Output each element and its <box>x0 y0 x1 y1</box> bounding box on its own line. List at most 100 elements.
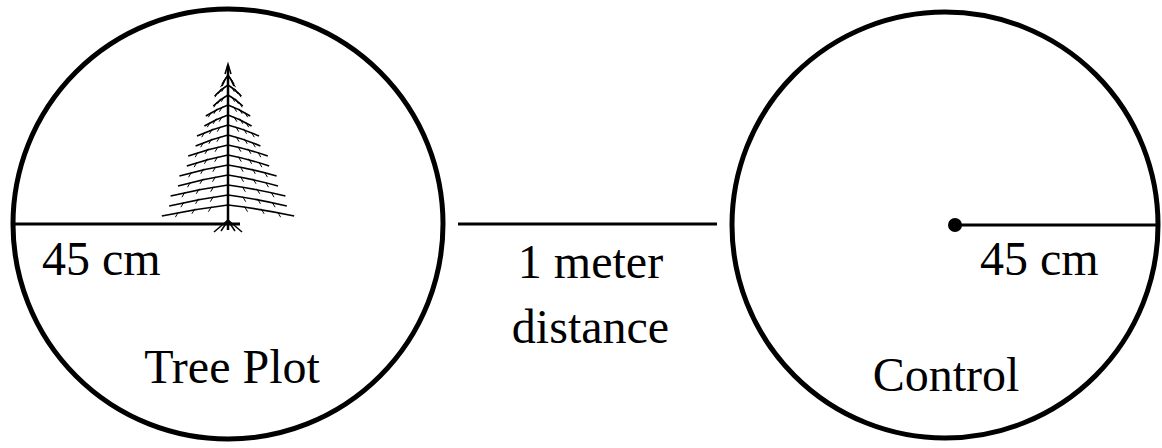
tree-needle <box>217 137 220 142</box>
tree-needle <box>259 162 262 167</box>
tree-needle <box>252 142 255 147</box>
tree-needle <box>234 107 237 112</box>
tree-branch <box>228 125 259 136</box>
tree-branch <box>228 205 294 216</box>
tree-needle <box>242 187 245 192</box>
tree-branch <box>228 135 260 146</box>
tree-branch <box>204 115 228 126</box>
tree-needle <box>218 89 221 94</box>
plot-boundary <box>13 9 443 439</box>
plot-boundary <box>732 12 1158 438</box>
tree-needle <box>221 82 224 87</box>
tree-needle <box>244 129 247 134</box>
tree-needle <box>219 107 222 112</box>
tree-needle <box>209 139 212 144</box>
tree-needle <box>243 197 246 202</box>
tree-needle <box>213 177 216 182</box>
tree-needle <box>218 99 221 104</box>
tree-branch <box>228 185 285 196</box>
tree-needle <box>235 99 238 104</box>
tree-needle <box>202 132 205 137</box>
tree-needle <box>238 157 241 162</box>
tree-needle <box>215 147 218 152</box>
tree-needle <box>233 82 236 87</box>
tree-needle <box>205 149 208 154</box>
tree-needle <box>217 127 220 132</box>
tree-needle <box>189 172 192 177</box>
dimension-label: 45 cm <box>980 231 1099 286</box>
tree-branch <box>178 175 228 186</box>
tree-needle <box>235 89 238 94</box>
tree-branch <box>222 75 228 86</box>
tree-needle <box>264 172 267 177</box>
plot-circle: 45 cm Tree Plot <box>10 6 446 442</box>
tree-branch <box>228 195 287 206</box>
tree-root <box>214 220 228 232</box>
dimension-label: 45 cm <box>42 231 161 286</box>
tree-needle <box>231 87 234 92</box>
tree-branch <box>206 105 228 116</box>
tree-needle <box>232 97 235 102</box>
tree-needle <box>238 92 241 97</box>
tree-needle <box>207 122 210 127</box>
radius-line <box>13 223 240 226</box>
tree-needle <box>244 139 247 144</box>
distance-line <box>458 223 717 226</box>
tree-needle <box>200 179 203 184</box>
tree-needle <box>213 119 216 124</box>
tree-needle <box>271 192 274 197</box>
tree-needle <box>210 129 213 134</box>
edge-label: 1 meter distance <box>471 229 711 359</box>
tree-branch <box>169 195 228 206</box>
tree-needle <box>214 102 217 107</box>
tree-needle <box>266 182 269 187</box>
radius-line <box>955 224 1158 227</box>
tree-needle <box>257 189 260 194</box>
tree-needle <box>257 199 260 204</box>
tree-branch <box>162 205 228 216</box>
tree-branch <box>187 155 228 166</box>
tree-needle <box>215 157 218 162</box>
plot-name: Tree Plot <box>144 339 320 394</box>
tree-needle <box>181 202 184 207</box>
tree-needle <box>204 159 207 164</box>
tree-needle <box>208 112 211 117</box>
tree-needle <box>236 127 239 132</box>
tree-needle <box>278 212 281 217</box>
tree-needle <box>238 147 241 152</box>
tree-illustration <box>162 64 294 232</box>
tree-needle <box>196 189 199 194</box>
tree-needle <box>253 179 256 184</box>
tree-needle <box>182 192 185 197</box>
tree-needle <box>213 167 216 172</box>
tree-branch <box>228 165 277 176</box>
tree-needle <box>240 167 243 172</box>
tree-needle <box>245 207 248 212</box>
tree-needle <box>211 187 214 192</box>
tree-needle <box>201 169 204 174</box>
plot-name: Control <box>873 347 1020 402</box>
tree-needle <box>219 117 222 122</box>
tree-needle <box>245 112 248 117</box>
tree-needle <box>208 207 211 212</box>
tree-needle <box>234 117 237 122</box>
tree-branch <box>228 155 269 166</box>
tree-needle <box>194 162 197 167</box>
tree-needle <box>261 209 264 214</box>
tree-needle <box>214 109 217 114</box>
tree-branch <box>228 105 250 116</box>
tree-needle <box>239 102 242 107</box>
center-dot <box>948 218 962 232</box>
tree-needle <box>222 87 225 92</box>
tree-branch <box>196 135 228 146</box>
tree-needle <box>272 202 275 207</box>
tree-needle <box>241 177 244 182</box>
tree-branch <box>228 175 278 186</box>
tree-needle <box>251 132 254 137</box>
tree-needle <box>192 209 195 214</box>
tree-needle <box>195 152 198 157</box>
tree-needle <box>196 199 199 204</box>
plot-circle: 45 cm Control <box>729 9 1161 441</box>
tree-branch <box>188 145 228 156</box>
tree-branch <box>171 185 228 196</box>
